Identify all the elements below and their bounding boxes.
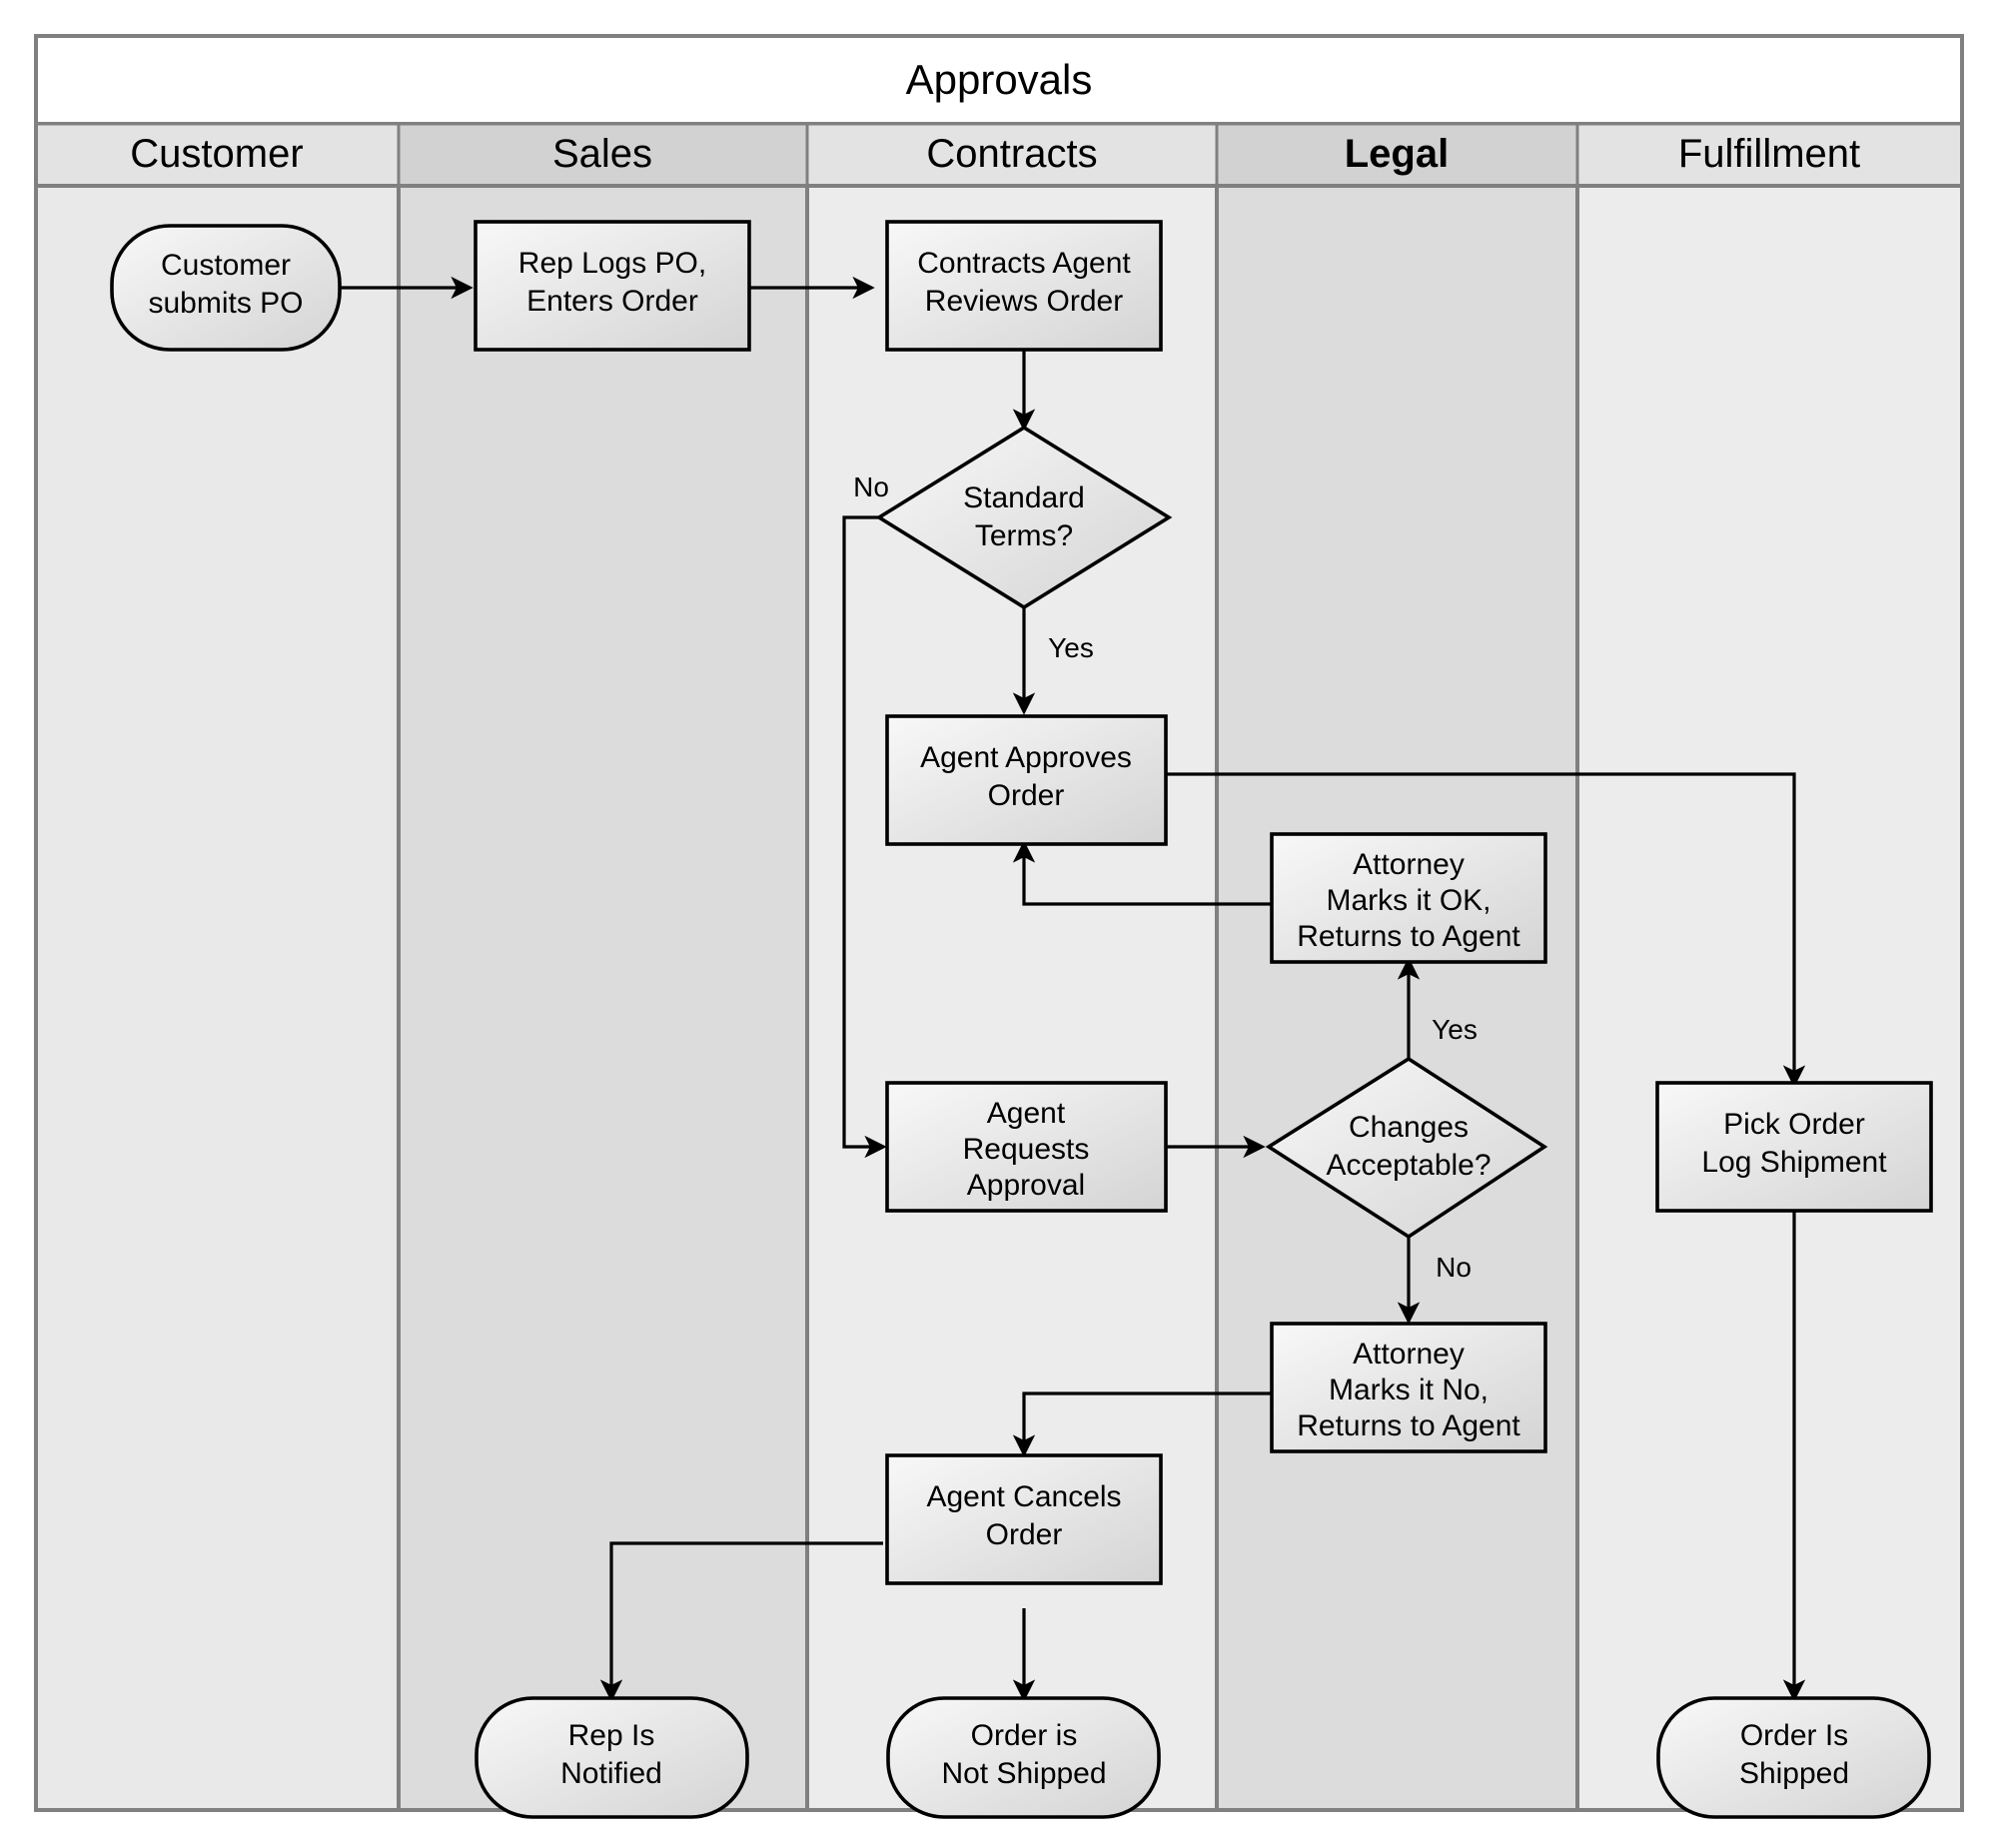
lane-header-label-fulfillment: Fulfillment bbox=[1678, 132, 1860, 176]
lane-header-label-contracts: Contracts bbox=[926, 132, 1097, 176]
lane-backgrounds bbox=[36, 186, 1962, 1810]
node-label-line: Returns to Agent bbox=[1297, 1409, 1520, 1442]
lane-headers: Customer Sales Contracts Legal Fulfillme… bbox=[34, 122, 1964, 188]
node-label-line: Order is bbox=[971, 1719, 1078, 1752]
node-label-line: Shipped bbox=[1739, 1757, 1849, 1790]
node-rep-logs-po[interactable]: Rep Logs PO, Enters Order bbox=[474, 220, 751, 352]
node-attorney-marks-no[interactable]: Attorney Marks it No, Returns to Agent bbox=[1270, 1322, 1547, 1453]
edge-attorney-no-to-cancel bbox=[1012, 1391, 1272, 1457]
node-label-line: Reviews Order bbox=[925, 285, 1123, 318]
edge-approve-to-pick-order bbox=[1166, 772, 1806, 1088]
node-label-line: Marks it OK, bbox=[1326, 884, 1491, 917]
node-order-is-shipped[interactable]: Order Is Shipped bbox=[1656, 1696, 1931, 1819]
node-label-line: Attorney bbox=[1353, 848, 1465, 881]
node-label-line: Agent bbox=[987, 1097, 1066, 1130]
node-label-line: Standard bbox=[963, 481, 1085, 514]
node-label-line: Not Shipped bbox=[941, 1757, 1106, 1790]
node-label-line: Rep Logs PO, bbox=[518, 247, 706, 280]
node-rep-is-notified[interactable]: Rep Is Notified bbox=[475, 1696, 749, 1819]
node-label-line: Attorney bbox=[1353, 1338, 1465, 1371]
lane-body-customer bbox=[36, 186, 399, 1810]
node-label-line: Customer bbox=[161, 249, 291, 282]
edge-label-standard-terms-yes: Yes bbox=[1048, 632, 1094, 663]
node-label-line: Returns to Agent bbox=[1297, 920, 1520, 953]
lane-header-contracts[interactable] bbox=[805, 122, 1219, 188]
node-label-line: Contracts Agent bbox=[917, 247, 1131, 280]
node-label-line: submits PO bbox=[148, 287, 303, 320]
node-label-line: Order bbox=[986, 1518, 1063, 1551]
lane-header-label-legal: Legal bbox=[1345, 132, 1449, 176]
edge-attorney-ok-to-approve bbox=[1012, 840, 1272, 906]
node-contracts-agent-reviews-order[interactable]: Contracts Agent Reviews Order bbox=[885, 220, 1163, 352]
node-label-line: Marks it No, bbox=[1329, 1374, 1489, 1406]
edge-label-standard-terms-no: No bbox=[853, 471, 889, 502]
edge-standard-terms-no bbox=[842, 515, 887, 1159]
pool-title-bar: Approvals bbox=[34, 34, 1964, 126]
pool-title: Approvals bbox=[906, 56, 1093, 103]
node-label-line: Enters Order bbox=[526, 285, 698, 318]
lane-header-label-customer: Customer bbox=[130, 132, 303, 176]
lane-body-legal bbox=[1217, 186, 1577, 1810]
node-customer-submits-po[interactable]: Customer submits PO bbox=[110, 224, 342, 352]
lane-header-sales[interactable] bbox=[397, 122, 809, 188]
lane-body-fulfillment bbox=[1577, 186, 1962, 1810]
node-label-line: Approval bbox=[967, 1169, 1085, 1202]
node-label-line: Requests bbox=[963, 1133, 1090, 1166]
node-attorney-marks-ok[interactable]: Attorney Marks it OK, Returns to Agent bbox=[1270, 832, 1547, 964]
node-label-line: Notified bbox=[560, 1757, 662, 1790]
node-label-line: Changes bbox=[1349, 1111, 1469, 1144]
node-label-line: Agent Cancels bbox=[926, 1480, 1121, 1513]
node-agent-cancels-order[interactable]: Agent Cancels Order bbox=[885, 1453, 1163, 1585]
edge-label-changes-no: No bbox=[1436, 1252, 1472, 1283]
lane-body-sales bbox=[399, 186, 807, 1810]
node-label-line: Agent Approves bbox=[920, 741, 1132, 774]
edges-layer: No Yes Yes No bbox=[340, 276, 1806, 1702]
node-label-line: Order Is bbox=[1740, 1719, 1848, 1752]
node-label-line: Acceptable? bbox=[1326, 1149, 1491, 1182]
lane-separators bbox=[397, 186, 1579, 1810]
node-label-line: Rep Is bbox=[568, 1719, 655, 1752]
node-order-is-not-shipped[interactable]: Order is Not Shipped bbox=[886, 1696, 1161, 1819]
node-label-line: Terms? bbox=[975, 519, 1073, 552]
node-agent-requests-approval[interactable]: Agent Requests Approval bbox=[885, 1081, 1168, 1213]
node-label-line: Order bbox=[988, 779, 1065, 812]
node-changes-acceptable-decision[interactable]: Changes Acceptable? bbox=[1265, 1056, 1548, 1240]
node-standard-terms-decision[interactable]: Standard Terms? bbox=[875, 425, 1173, 610]
lane-header-label-sales: Sales bbox=[552, 132, 652, 176]
edge-label-changes-yes: Yes bbox=[1432, 1014, 1478, 1045]
node-label-line: Log Shipment bbox=[1701, 1146, 1887, 1179]
node-pick-order-log-shipment[interactable]: Pick Order Log Shipment bbox=[1655, 1081, 1933, 1213]
node-agent-approves-order[interactable]: Agent Approves Order bbox=[885, 714, 1168, 846]
node-label-line: Pick Order bbox=[1723, 1108, 1865, 1141]
edge-cancel-to-rep-notified bbox=[599, 1541, 883, 1702]
